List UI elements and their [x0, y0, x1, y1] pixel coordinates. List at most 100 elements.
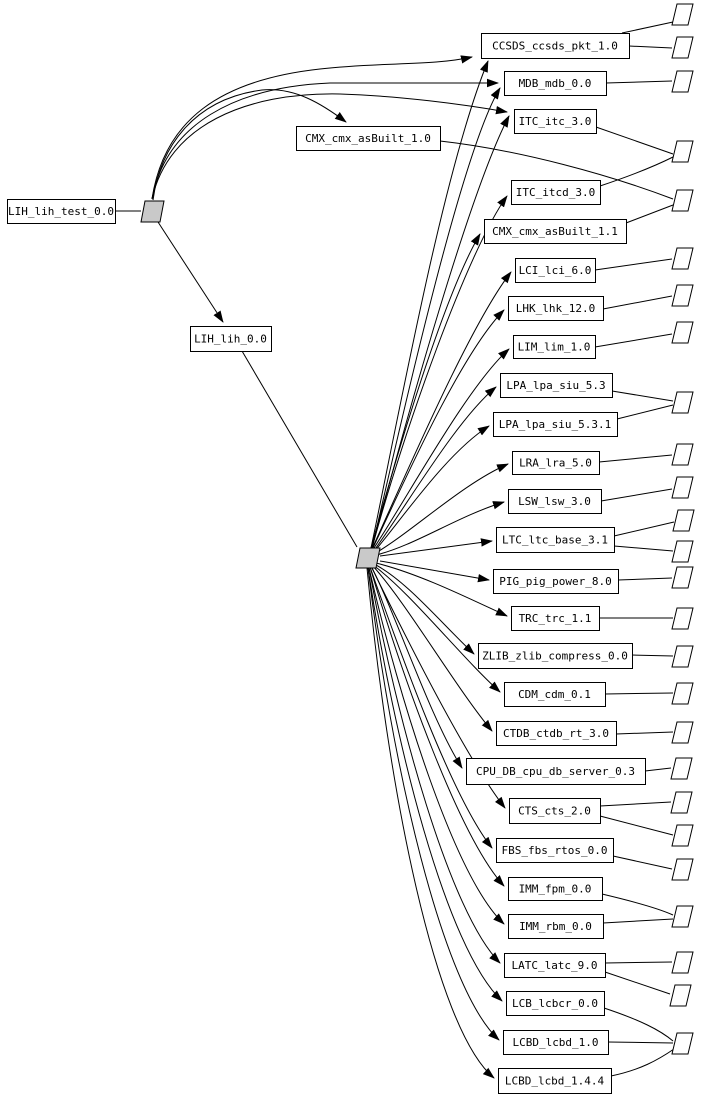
node-box-lcb[interactable]: [506, 991, 605, 1016]
node-itc[interactable]: ITC_itc_3.0: [514, 109, 597, 134]
edge-cpu_db-to-port-19: [644, 767, 672, 772]
node-fbs[interactable]: FBS_fbs_rtos_0.0: [496, 838, 614, 863]
node-box-lih_test[interactable]: [7, 199, 116, 224]
node-imm_fpm[interactable]: IMM_fpm_0.0: [508, 877, 603, 901]
node-box-ltc[interactable]: [496, 527, 615, 553]
edge-junction-2-to-latc: [368, 567, 501, 964]
node-box-lcbd_1_4_4[interactable]: [498, 1068, 612, 1094]
edge-lpa_5_3_1-to-port-9: [616, 404, 674, 420]
ports-layer: [669, 3, 695, 1055]
node-latc[interactable]: LATC_latc_9.0: [504, 953, 606, 978]
node-box-imm_rbm[interactable]: [508, 914, 604, 939]
node-box-lci[interactable]: [515, 258, 596, 283]
node-box-trc[interactable]: [511, 606, 600, 631]
edge-junction-2-to-cmx_asbuilt_1_1: [370, 233, 481, 549]
edge-junction-1-to-itc: [151, 93, 508, 200]
node-label-lpa_5_3: LPA_lpa_siu_5.3: [506, 379, 605, 392]
node-box-lih[interactable]: [190, 326, 272, 352]
node-box-cts[interactable]: [509, 798, 601, 824]
node-box-cdm[interactable]: [504, 682, 606, 707]
artifact-port-21: [671, 824, 694, 847]
node-label-lra: LRA_lra_5.0: [519, 457, 592, 470]
artifact-port-18: [671, 721, 694, 744]
node-box-mdb[interactable]: [504, 71, 607, 96]
junction-1-parallelogram: [140, 200, 165, 223]
edge-junction-2-to-itc: [371, 115, 510, 549]
node-box-ctdb[interactable]: [496, 721, 617, 746]
edge-junction-2-to-lci: [371, 271, 512, 550]
node-lpa_5_3_1[interactable]: LPA_lpa_siu_5.3.1: [493, 412, 618, 437]
edge-junction-2-to-trc: [375, 562, 508, 617]
edges-layer: [115, 21, 675, 1079]
edge-lcbd_1_4_4-to-port-26: [610, 1048, 675, 1077]
node-box-ccsds[interactable]: [481, 33, 630, 59]
node-lih_test[interactable]: LIH_lih_test_0.0: [7, 199, 116, 224]
edge-itc-to-port-4: [595, 126, 674, 155]
node-box-lpa_5_3[interactable]: [500, 373, 613, 398]
edge-mdb-to-port-3: [605, 80, 673, 84]
node-lhk[interactable]: LHK_lhk_12.0: [508, 296, 604, 321]
junction-2-parallelogram: [355, 547, 381, 569]
artifact-port-1: [671, 3, 694, 26]
node-lpa_5_3[interactable]: LPA_lpa_siu_5.3: [500, 373, 613, 398]
node-itcd[interactable]: ITC_itcd_3.0: [511, 180, 601, 205]
node-box-cpu_db[interactable]: [466, 758, 646, 785]
node-label-ltc: LTC_ltc_base_3.1: [502, 534, 608, 547]
node-box-lsw[interactable]: [508, 489, 602, 514]
edge-junction-1-to-ccsds: [151, 55, 473, 200]
edge-junction-2-to-ccsds: [370, 60, 489, 549]
node-lih[interactable]: LIH_lih_0.0: [190, 326, 272, 352]
node-cdm[interactable]: CDM_cdm_0.1: [504, 682, 606, 707]
node-lcbd_1_0[interactable]: LCBD_lcbd_1.0: [503, 1030, 609, 1055]
node-box-lim[interactable]: [513, 335, 596, 359]
node-box-lhk[interactable]: [508, 296, 604, 321]
node-trc[interactable]: TRC_trc_1.1: [511, 606, 600, 631]
node-box-itc[interactable]: [514, 109, 597, 134]
node-pig[interactable]: PIG_pig_power_8.0: [493, 569, 619, 594]
node-lci[interactable]: LCI_lci_6.0: [515, 258, 596, 283]
node-box-cmx_asbuilt_1_0[interactable]: [296, 126, 441, 151]
node-box-pig[interactable]: [493, 569, 619, 594]
node-label-cts: CTS_cts_2.0: [518, 805, 591, 818]
edge-cdm-to-port-17: [604, 692, 674, 695]
node-lra[interactable]: LRA_lra_5.0: [512, 451, 600, 475]
node-label-ctdb: CTDB_ctdb_rt_3.0: [503, 727, 609, 740]
edge-ltc-to-port-13: [613, 545, 674, 552]
node-lsw[interactable]: LSW_lsw_3.0: [508, 489, 602, 514]
artifact-port-25: [669, 984, 692, 1007]
node-label-latc: LATC_latc_9.0: [511, 959, 597, 972]
node-box-cmx_asbuilt_1_1[interactable]: [484, 219, 627, 244]
artifact-port-12: [672, 509, 695, 532]
node-label-cmx_asbuilt_1_0: CMX_cmx_asBuilt_1.0: [305, 132, 431, 145]
node-lim[interactable]: LIM_lim_1.0: [513, 335, 596, 359]
node-lcbd_1_4_4[interactable]: LCBD_lcbd_1.4.4: [498, 1068, 612, 1094]
node-box-lra[interactable]: [512, 451, 600, 475]
edge-junction-1-to-mdb: [151, 78, 499, 200]
node-ctdb[interactable]: CTDB_ctdb_rt_3.0: [496, 721, 617, 746]
node-zlib[interactable]: ZLIB_zlib_compress_0.0: [478, 643, 633, 669]
node-label-cpu_db: CPU_DB_cpu_db_server_0.3: [476, 765, 635, 778]
node-box-zlib[interactable]: [478, 643, 633, 669]
artifact-port-4: [671, 140, 694, 163]
node-box-itcd[interactable]: [511, 180, 601, 205]
node-box-latc[interactable]: [504, 953, 606, 978]
node-box-lpa_5_3_1[interactable]: [493, 412, 618, 437]
node-box-fbs[interactable]: [496, 838, 614, 863]
edge-junction-2-to-cdm: [372, 564, 501, 693]
node-imm_rbm[interactable]: IMM_rbm_0.0: [508, 914, 604, 939]
node-cpu_db[interactable]: CPU_DB_cpu_db_server_0.3: [466, 758, 646, 785]
node-box-lcbd_1_0[interactable]: [503, 1030, 609, 1055]
node-cmx_asbuilt_1_0[interactable]: CMX_cmx_asBuilt_1.0: [296, 126, 441, 151]
node-mdb[interactable]: MDB_mdb_0.0: [504, 71, 607, 96]
edge-cts-to-port-20: [599, 801, 672, 807]
node-ltc[interactable]: LTC_ltc_base_3.1: [496, 527, 615, 553]
node-cts[interactable]: CTS_cts_2.0: [509, 798, 601, 824]
artifact-port-15: [671, 607, 694, 630]
node-label-itc: ITC_itc_3.0: [519, 115, 592, 128]
node-lcb[interactable]: LCB_lcbcr_0.0: [506, 991, 605, 1016]
node-box-imm_fpm[interactable]: [508, 877, 603, 901]
edge-lci-to-port-6: [594, 258, 673, 271]
node-cmx_asbuilt_1_1[interactable]: CMX_cmx_asBuilt_1.1: [484, 219, 627, 244]
node-ccsds[interactable]: CCSDS_ccsds_pkt_1.0: [481, 33, 630, 59]
node-label-lcbd_1_0: LCBD_lcbd_1.0: [512, 1036, 598, 1049]
